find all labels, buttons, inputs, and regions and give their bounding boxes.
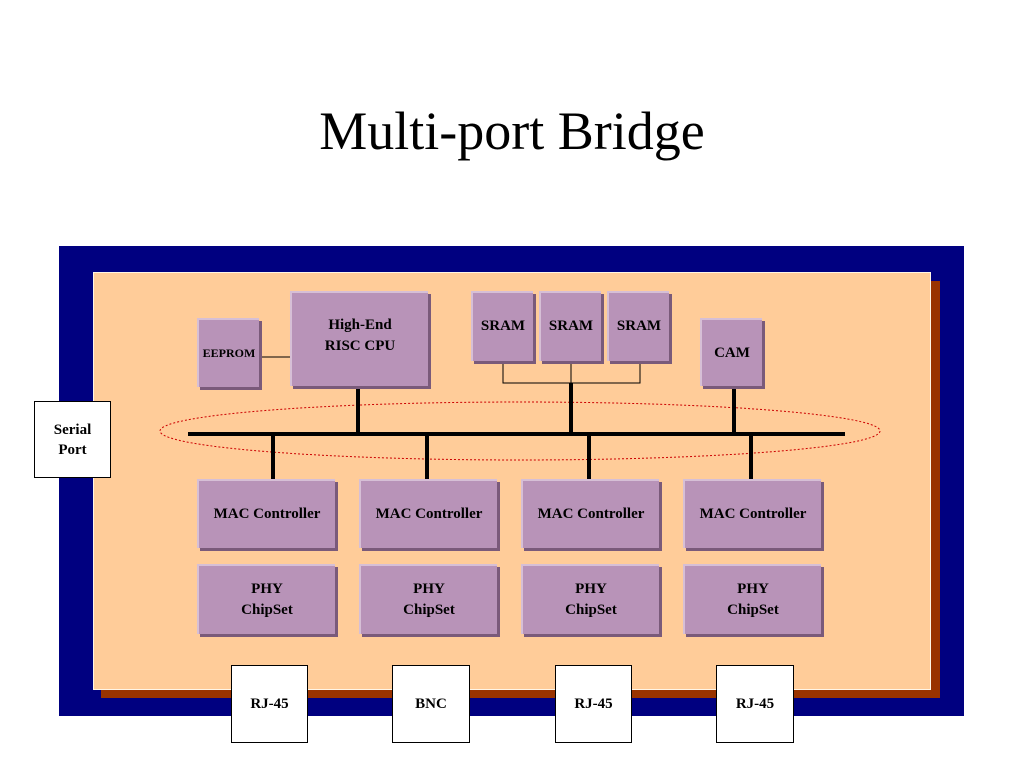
sram-chip-2: SRAM xyxy=(539,291,601,361)
slide-title: Multi-port Bridge xyxy=(319,101,705,161)
phy-chipset-1: PHY ChipSet xyxy=(197,564,335,634)
mac-controller-4: MAC Controller xyxy=(683,479,821,548)
mac-controller-2: MAC Controller xyxy=(359,479,497,548)
connector-port-2: BNC xyxy=(392,665,470,743)
cam-chip: CAM xyxy=(700,318,762,386)
phy-chipset-4: PHY ChipSet xyxy=(683,564,821,634)
bus-highlight-ellipse xyxy=(159,401,881,461)
connector-port-3: RJ-45 xyxy=(555,665,632,743)
sram-chip-1: SRAM xyxy=(471,291,533,361)
cpu-chip: High-End RISC CPU xyxy=(290,291,428,386)
connector-port-1: RJ-45 xyxy=(231,665,308,743)
phy-chipset-2: PHY ChipSet xyxy=(359,564,497,634)
mac-controller-3: MAC Controller xyxy=(521,479,659,548)
serial-port: Serial Port xyxy=(34,401,111,478)
connector-port-4: RJ-45 xyxy=(716,665,794,743)
phy-chipset-3: PHY ChipSet xyxy=(521,564,659,634)
sram-chip-3: SRAM xyxy=(607,291,669,361)
eeprom-chip: EEPROM xyxy=(197,318,259,387)
mac-controller-1: MAC Controller xyxy=(197,479,335,548)
